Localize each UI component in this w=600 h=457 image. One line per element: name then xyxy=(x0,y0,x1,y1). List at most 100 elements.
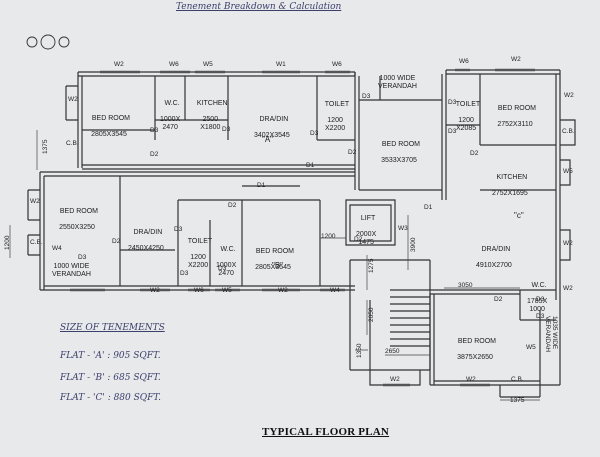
tag-d3: D3 xyxy=(180,270,189,277)
room-dims: 3875X2650 xyxy=(457,354,493,361)
tag-w2: W2 xyxy=(564,92,574,99)
tag-d1: D1 xyxy=(306,162,315,169)
tag-d2: D2 xyxy=(354,236,363,243)
room-c-toilet: TOILET 1200 X2085 xyxy=(452,93,480,141)
tag-cb: C.B. xyxy=(66,140,79,147)
dim-1350: 1350 xyxy=(356,343,363,358)
room-name: BED ROOM xyxy=(59,208,99,215)
tag-cb: C.B. xyxy=(511,376,524,383)
tag-w2: W2 xyxy=(466,376,476,383)
room-name: TOILET xyxy=(324,101,350,108)
room-dims: 2000X 1475 xyxy=(356,231,377,246)
tag-w6: W6 xyxy=(169,61,179,68)
tag-w6: W6 xyxy=(332,61,342,68)
room-b-toilet: TOILET 1200 X2200 xyxy=(184,230,212,278)
dim-1200: 1200 xyxy=(321,233,336,240)
room-a-bedroom: BED ROOM 2805X3545 xyxy=(88,107,130,147)
tag-d2: D2 xyxy=(348,149,357,156)
room-dims: 2450X4250 xyxy=(128,245,164,252)
verandah-top: 1000 WIDE VERANDAH xyxy=(378,75,417,90)
room-dims: 3533X3705 xyxy=(381,157,417,164)
verandah-right: 1035 WIDE VERANDAH xyxy=(544,316,558,353)
tag-w4: W4 xyxy=(52,245,62,252)
room-mid-bedroom: BED ROOM 3533X3705 xyxy=(378,133,420,173)
header-note: Tenement Breakdown & Calculation xyxy=(176,2,342,12)
tag-cb: C.B. xyxy=(30,239,43,246)
tag-d2: D2 xyxy=(150,151,159,158)
tag-d1: D1 xyxy=(424,204,433,211)
room-a-dra-din: DRA/DIN 3402X3545 xyxy=(254,108,290,148)
tag-w2: W2 xyxy=(390,376,400,383)
tag-d3: D3 xyxy=(222,126,231,133)
flat-c-label: "c" xyxy=(514,211,524,220)
verandah-left: 1000 WIDE VERANDAH xyxy=(52,263,91,278)
room-name: W.C. xyxy=(531,282,547,289)
room-name: DRA/DIN xyxy=(481,246,511,253)
dim-2650: 2650 xyxy=(385,348,400,355)
tag-w2: W2 xyxy=(563,240,573,247)
tag-w2: W2 xyxy=(114,61,124,68)
room-dims: 2550X3250 xyxy=(59,224,95,231)
tag-w2: W2 xyxy=(563,285,573,292)
room-name: TOILET xyxy=(455,101,481,108)
room-name: KITCHEN xyxy=(496,174,528,181)
tag-w4: W4 xyxy=(330,287,340,294)
room-dims: 1200 X2200 xyxy=(187,254,209,269)
room-name: TOILET xyxy=(187,238,213,245)
tag-d3: D3 xyxy=(150,127,159,134)
room-dims: 1200 X2085 xyxy=(455,117,477,132)
tag-w5: W5 xyxy=(222,287,232,294)
tag-d2: D2 xyxy=(494,296,503,303)
tag-w5: W5 xyxy=(563,168,573,175)
tag-w6: W6 xyxy=(194,287,204,294)
room-name: DRA/DIN xyxy=(133,229,163,236)
note-flat-c: FLAT - 'C' : 880 SQFT. xyxy=(60,393,161,403)
room-dims: 2805X3545 xyxy=(91,131,127,138)
room-a-kitchen: KITCHEN 2500 X1800 xyxy=(193,92,228,140)
tag-d2: D2 xyxy=(470,150,479,157)
tag-d3: D3 xyxy=(448,128,457,135)
tag-w1: W1 xyxy=(276,61,286,68)
plan-title: TYPICAL FLOOR PLAN xyxy=(262,426,390,438)
dim-3050: 3050 xyxy=(458,282,473,289)
tag-w6: W6 xyxy=(459,58,469,65)
room-name: W.C. xyxy=(164,100,180,107)
dim-1275: 1275 xyxy=(368,258,375,273)
flat-b-label: "B" xyxy=(272,261,284,270)
tag-d3: D3 xyxy=(174,226,183,233)
tag-w5: W5 xyxy=(203,61,213,68)
room-name: BED ROOM xyxy=(497,105,537,112)
tag-cb: C.B. xyxy=(562,128,575,135)
tag-d3: D3 xyxy=(310,130,319,137)
room-c-bedroom-1: BED ROOM 2752X3110 xyxy=(494,97,536,137)
room-name: BED ROOM xyxy=(381,141,421,148)
tag-d3: D3 xyxy=(218,265,227,272)
room-c-bedroom-2: BED ROOM 3875X2650 xyxy=(454,330,496,370)
room-b-bedroom-2: BED ROOM 2805X3545 xyxy=(252,240,294,280)
room-name: KITCHEN xyxy=(196,100,228,107)
room-c-wc: W.C. 1785X 1000 xyxy=(527,274,547,322)
tag-w2: W2 xyxy=(278,287,288,294)
room-name: BED ROOM xyxy=(457,338,497,345)
flat-a-label: "A" xyxy=(262,135,274,144)
dim-1375: 1375 xyxy=(42,139,49,154)
room-dims: 2805X3545 xyxy=(255,264,291,271)
tag-d3: D3 xyxy=(536,313,545,320)
room-name: W.C. xyxy=(220,246,236,253)
room-dims: 3402X3545 xyxy=(254,132,290,139)
tag-d1: D1 xyxy=(257,182,266,189)
tag-w5: W5 xyxy=(526,344,536,351)
tag-d2: D2 xyxy=(112,238,121,245)
tag-d2: D2 xyxy=(228,202,237,209)
room-dims: 1785X 1000 xyxy=(527,298,548,313)
note-flat-a: FLAT - 'A' : 905 SQFT. xyxy=(60,351,161,361)
tag-d3: D3 xyxy=(448,99,457,106)
tag-w2: W2 xyxy=(150,287,160,294)
dim-1375: 1375 xyxy=(510,397,525,404)
tag-w2: W2 xyxy=(30,198,40,205)
dim-3900: 3900 xyxy=(410,237,417,252)
room-dims: 4910X2700 xyxy=(476,262,512,269)
lift: LIFT 2000X 1475 xyxy=(356,207,376,255)
room-b-dra-din: DRA/DIN 2450X4250 xyxy=(128,221,164,261)
room-a-wc: W.C. 1000X 2470 xyxy=(160,92,180,140)
